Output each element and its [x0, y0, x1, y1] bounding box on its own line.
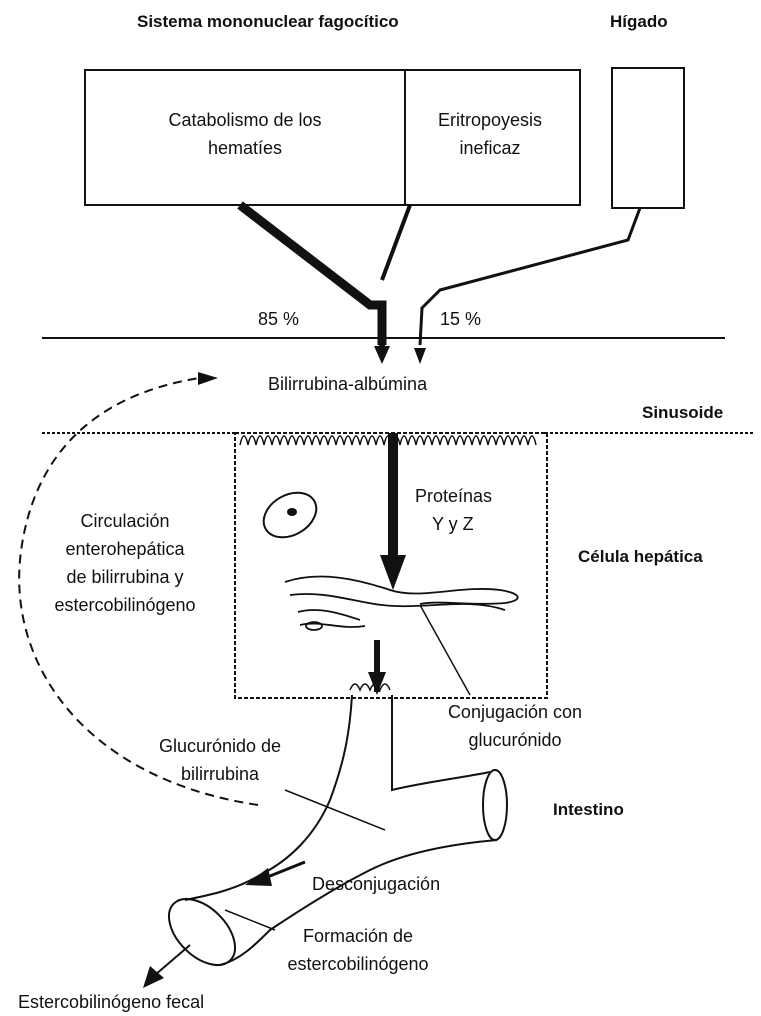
enterohepatic-label-1: Circulación — [80, 511, 169, 531]
glucuronide-label-2: bilirrubina — [181, 764, 260, 784]
reticulum-2 — [290, 594, 505, 610]
arrow-15 — [414, 348, 426, 364]
enterohepatic-label-3: de bilirrubina y — [66, 567, 183, 587]
catabolism-label-2: hematíes — [208, 138, 282, 158]
reticulum-3 — [298, 610, 365, 627]
glucuronide-leader — [285, 790, 385, 830]
nucleolus — [287, 508, 297, 516]
sinusoid-label: Sinusoide — [642, 403, 723, 422]
cell-arrow-head — [380, 555, 406, 590]
conjugation-label-1: Conjugación con — [448, 702, 582, 722]
erythro-label-2: ineficaz — [459, 138, 520, 158]
duct-arrow-head — [368, 672, 386, 695]
intestine-upper-opening — [483, 770, 507, 840]
proteins-label-1: Proteínas — [415, 486, 492, 506]
intestine-lower-opening — [157, 887, 248, 978]
enterohepatic-label-2: enterohepática — [65, 539, 185, 559]
intestine-lower-wall — [220, 840, 497, 965]
glucuronide-label-1: Glucurónido de — [159, 736, 281, 756]
erythro-flow-line — [382, 205, 410, 280]
erythro-label-1: Eritropoyesis — [438, 110, 542, 130]
deconjugation-label: Desconjugación — [312, 874, 440, 894]
deconjugation-arrow-head — [245, 868, 272, 886]
intestine-label: Intestino — [553, 800, 624, 819]
formation-label-1: Formación de — [303, 926, 413, 946]
hepatic-cell-label: Célula hepática — [578, 547, 703, 566]
enterohepatic-label-4: estercobilinógeno — [54, 595, 195, 615]
liver-box — [612, 68, 684, 208]
formation-label-2: estercobilinógeno — [287, 954, 428, 974]
formation-leader — [225, 910, 275, 930]
fecal-arrow-stem — [155, 945, 190, 975]
bilirubin-albumin-label: Bilirrubina-albúmina — [268, 374, 428, 394]
conjugation-label-2: glucurónido — [468, 730, 561, 750]
percent-15: 15 % — [440, 309, 481, 329]
duct-left-wall — [185, 695, 352, 900]
proteins-label-2: Y y Z — [432, 514, 474, 534]
reticulum-1 — [285, 577, 518, 604]
canaliculus-villi — [350, 684, 390, 690]
header-liver: Hígado — [610, 12, 668, 31]
header-system: Sistema mononuclear fagocítico — [137, 12, 399, 31]
catabolism-label-1: Catabolismo de los — [168, 110, 321, 130]
loop-arrow-head — [198, 372, 218, 385]
arrow-85 — [374, 346, 390, 364]
conjugation-leader — [420, 605, 470, 695]
percent-85: 85 % — [258, 309, 299, 329]
fecal-label: Estercobilinógeno fecal — [18, 992, 204, 1012]
